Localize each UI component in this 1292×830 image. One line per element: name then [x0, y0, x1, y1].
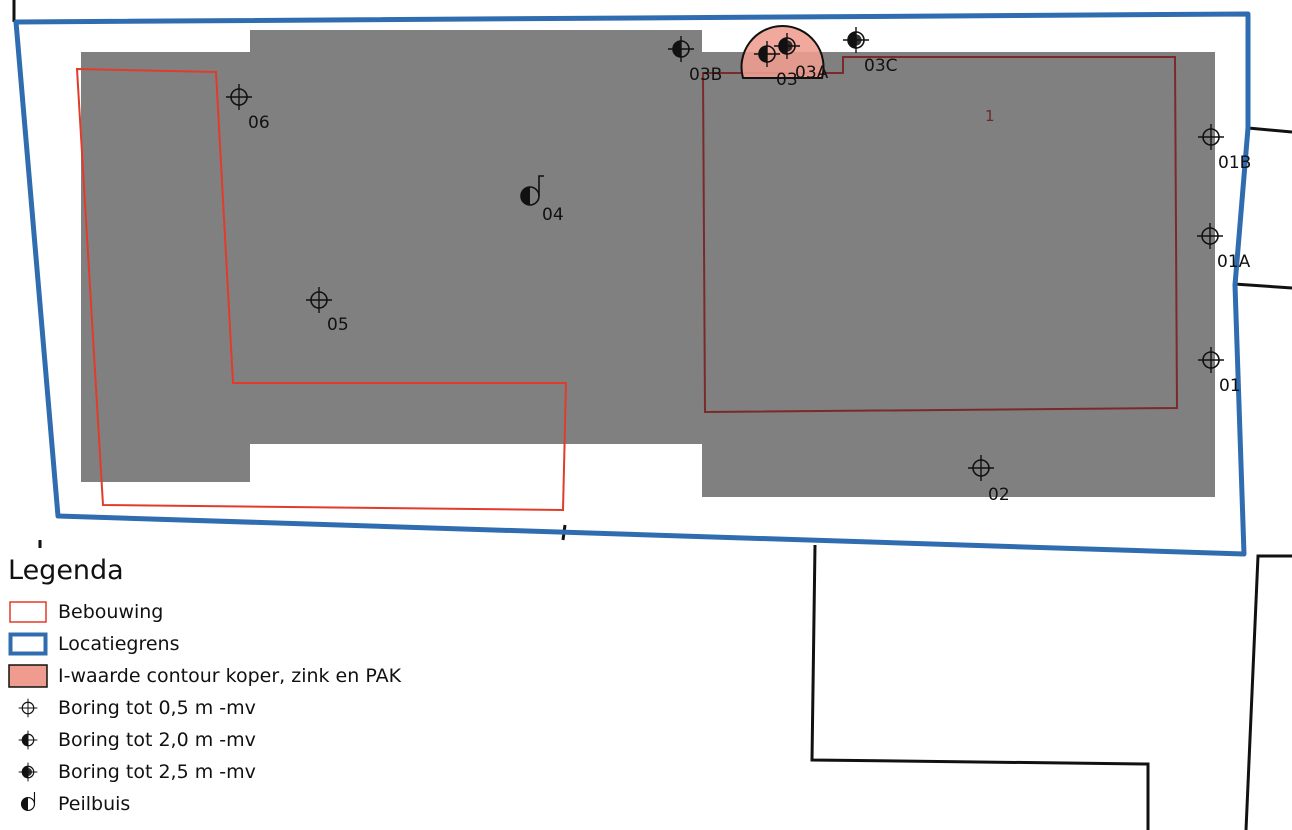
- legend-item-boring-05: Boring tot 0,5 m -mv: [8, 692, 568, 724]
- map-point-01: 01: [1198, 347, 1241, 396]
- map-point-06: 06: [226, 84, 270, 133]
- legend-label: Boring tot 0,5 m -mv: [58, 697, 256, 719]
- map-point-label: 01A: [1217, 252, 1251, 272]
- bebouwing-outline-west: [75, 67, 568, 512]
- map-point-01b: 01B: [1198, 124, 1251, 173]
- boring-25-icon: [774, 33, 800, 59]
- map-point-03b: 03B: [668, 36, 722, 85]
- paved-area: [81, 30, 1215, 497]
- parcel-line-bottom-right: [1244, 554, 1292, 830]
- legend-label: Peilbuis: [58, 793, 131, 815]
- outline-blue-icon: [8, 632, 48, 656]
- map-point-label: 04: [542, 205, 564, 225]
- boring-05-icon: [8, 696, 48, 720]
- boring-20-icon: [754, 41, 780, 67]
- legend-symbol-graphic: [20, 792, 36, 812]
- legend-item-bebouwing: Bebouwing: [8, 596, 568, 628]
- map-point-label: 03: [776, 70, 798, 90]
- legend-symbol-graphic: [18, 762, 38, 782]
- legend-label: Boring tot 2,5 m -mv: [58, 761, 256, 783]
- peilbuis-icon: [8, 792, 48, 816]
- boring-05-icon: [1198, 347, 1224, 373]
- boring-05-icon: [226, 84, 252, 110]
- map-point-label: 05: [327, 315, 349, 335]
- legend-symbol-graphic: [8, 664, 48, 688]
- legend-item-boring-20: Boring tot 2,0 m -mv: [8, 724, 568, 756]
- parcel-line-right-middle: [1233, 282, 1292, 290]
- map-point-label: 02: [988, 485, 1010, 505]
- legend-item-locatiegrens: Locatiegrens: [8, 628, 568, 660]
- map-point-label: 06: [248, 113, 270, 133]
- peilbuis-icon: [520, 175, 544, 206]
- fill-salmon-icon: [8, 664, 48, 688]
- building-label-1: 1: [985, 107, 995, 125]
- map-point-05: 05: [306, 287, 349, 335]
- legend-title: Legenda: [8, 555, 124, 586]
- locatiegrens-outline: [13, 11, 1251, 557]
- map-point-label: 01: [1219, 376, 1241, 396]
- parcel-line-bottom-center: [810, 544, 1150, 830]
- legend-label: I-waarde contour koper, zink en PAK: [58, 665, 402, 687]
- map-point-04: 04: [520, 175, 564, 225]
- legend-label: Locatiegrens: [58, 633, 180, 655]
- legend-label: Bebouwing: [58, 601, 164, 623]
- legend-symbol-graphic: [9, 601, 47, 623]
- map-point-03: 03: [754, 41, 798, 90]
- boring-05-icon: [1198, 124, 1224, 150]
- parcel-line-right-upper: [1247, 126, 1292, 134]
- legend-label: Boring tot 2,0 m -mv: [58, 729, 256, 751]
- legend-item-i-waarde-contour: I-waarde contour koper, zink en PAK: [8, 660, 568, 692]
- map-point-03a: 03A: [774, 33, 829, 83]
- legend-symbol-graphic: [18, 698, 38, 718]
- legend-item-boring-25: Boring tot 2,5 m -mv: [8, 756, 568, 788]
- building-outline-1: [701, 56, 1179, 414]
- map-point-01a: 01A: [1197, 223, 1251, 272]
- map-point-02: 02: [968, 455, 1010, 505]
- boring-05-icon: [968, 455, 994, 481]
- map-point-label: 03B: [689, 65, 722, 85]
- map-point-label: 03A: [795, 63, 829, 83]
- map-point-03c: 03C: [843, 27, 898, 76]
- legend-item-peilbuis: Peilbuis: [8, 788, 568, 820]
- outline-red-icon: [8, 600, 48, 624]
- map-point-label: 03C: [864, 56, 898, 76]
- map-point-label: 01B: [1218, 153, 1251, 173]
- boring-05-icon: [1197, 223, 1223, 249]
- legend-symbol-graphic: [8, 632, 48, 656]
- legend-symbol-graphic: [18, 730, 38, 750]
- boring-25-icon: [843, 27, 869, 53]
- boring-25-icon: [8, 760, 48, 784]
- boring-05-icon: [306, 287, 332, 313]
- boring-20-icon: [668, 36, 694, 62]
- boring-20-icon: [8, 728, 48, 752]
